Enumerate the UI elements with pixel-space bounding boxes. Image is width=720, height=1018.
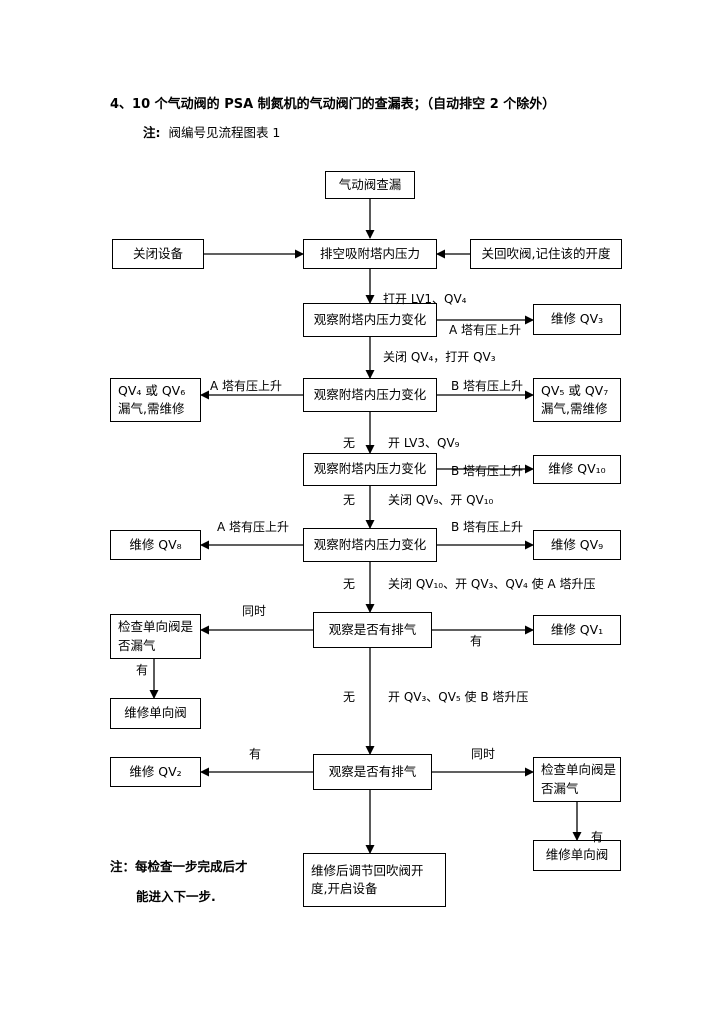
label-none-2: 无 xyxy=(343,493,356,507)
note-bottom-line2: 能进入下一步. xyxy=(136,889,216,904)
box-vent: 排空吸附塔内压力 xyxy=(303,239,437,269)
label-a-rise-4: A 塔有压上升 xyxy=(217,520,290,534)
box-repair-qv10: 维修 QV₁₀ xyxy=(533,455,621,484)
label-open-qv3-qv5: 开 QV₃、QV₅ 使 B 塔升压 xyxy=(388,690,529,704)
label-a-rise-1: A 塔有压上升 xyxy=(449,323,522,337)
note-text: 阀编号见流程图表 1 xyxy=(168,125,281,140)
label-yes-3: 有 xyxy=(249,747,262,761)
label-close-qv10-open-qv3-qv4: 关闭 QV₁₀、开 QV₃、QV₄ 使 A 塔升压 xyxy=(388,577,596,591)
box-repair-qv3: 维修 QV₃ xyxy=(533,304,621,335)
box-repair-check-valve-2: 维修单向阀 xyxy=(533,840,621,871)
box-observe-2: 观察附塔内压力变化 xyxy=(303,378,437,412)
box-observe-4: 观察附塔内压力变化 xyxy=(303,528,437,562)
box-close-blowback: 关回吹阀,记住该的开度 xyxy=(470,239,622,269)
label-b-rise-3: B 塔有压上升 xyxy=(451,464,524,478)
note-prefix: 注: xyxy=(143,125,161,140)
label-yes-2: 有 xyxy=(136,663,149,677)
label-none-1: 无 xyxy=(343,436,356,450)
box-observe-1: 观察附塔内压力变化 xyxy=(303,303,437,337)
box-observe-exhaust-1: 观察是否有排气 xyxy=(313,612,432,648)
box-repair-check-valve-1: 维修单向阀 xyxy=(110,698,201,729)
box-repair-qv2: 维修 QV₂ xyxy=(110,757,201,787)
label-yes-1: 有 xyxy=(470,634,483,648)
box-repair-qv8: 维修 QV₈ xyxy=(110,530,201,560)
box-qv5-qv7: QV₅ 或 QV₇ 漏气,需维修 xyxy=(533,378,621,422)
box-repair-qv9: 维修 QV₉ xyxy=(533,530,621,560)
page-heading: 4、10 个气动阀的 PSA 制氮机的气动阀门的查漏表；（自动排空 2 个除外） xyxy=(110,97,556,112)
label-none-3: 无 xyxy=(343,577,356,591)
label-close-qv4-open-qv3: 关闭 QV₄，打开 QV₃ xyxy=(383,350,496,364)
label-yes-4: 有 xyxy=(591,830,604,844)
box-observe-exhaust-2: 观察是否有排气 xyxy=(313,754,432,790)
label-none-4: 无 xyxy=(343,690,356,704)
label-open-lv1-qv4: 打开 LV1、QV₄ xyxy=(383,292,467,306)
label-b-rise-2: B 塔有压上升 xyxy=(451,379,524,393)
box-observe-3: 观察附塔内压力变化 xyxy=(303,453,437,486)
label-simultaneous-1: 同时 xyxy=(242,604,267,618)
note-bottom-line1: 注：每检查一步完成后才 xyxy=(110,859,248,874)
box-close-device: 关闭设备 xyxy=(112,239,204,269)
box-final: 维修后调节回吹阀开度,开启设备 xyxy=(303,853,446,907)
box-check-valve-1: 检查单向阀是否漏气 xyxy=(110,614,201,659)
label-a-rise-2: A 塔有压上升 xyxy=(210,379,283,393)
label-simultaneous-2: 同时 xyxy=(471,747,496,761)
box-repair-qv1: 维修 QV₁ xyxy=(533,615,621,645)
box-start: 气动阀查漏 xyxy=(325,171,415,199)
label-close-qv9-open-qv10: 关闭 QV₉、开 QV₁₀ xyxy=(388,493,494,507)
note-valve-reference: 注: 阀编号见流程图表 1 xyxy=(143,122,280,141)
box-qv4-qv6: QV₄ 或 QV₆ 漏气,需维修 xyxy=(110,378,201,422)
label-b-rise-4: B 塔有压上升 xyxy=(451,520,524,534)
box-check-valve-2: 检查单向阀是否漏气 xyxy=(533,757,621,802)
label-open-lv3-qv9: 开 LV3、QV₉ xyxy=(388,436,460,450)
